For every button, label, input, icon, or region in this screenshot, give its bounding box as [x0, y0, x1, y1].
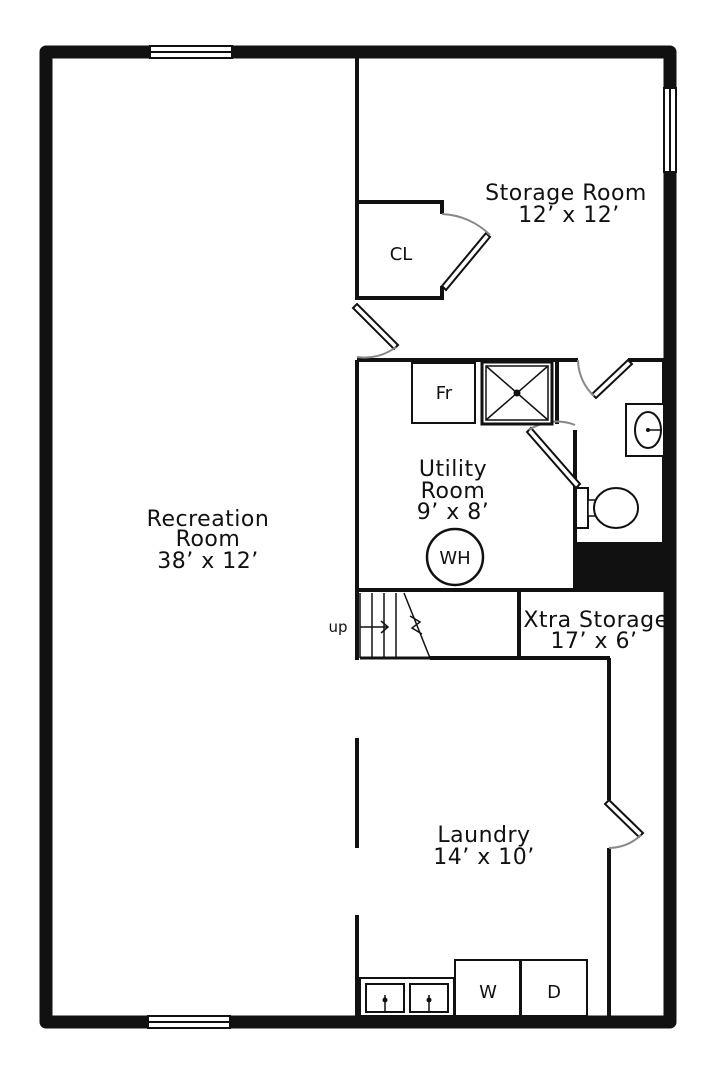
- fridge-label: Fr: [436, 383, 453, 404]
- laundry-name: Laundry: [437, 823, 530, 848]
- water-heater: [425, 527, 485, 587]
- window-right: [663, 87, 677, 173]
- water-heater-label: WH: [439, 548, 470, 569]
- storage-room-name: Storage Room: [485, 181, 647, 206]
- window-bottom: [147, 1015, 231, 1029]
- xtra-storage-dims: 17’ x 6’: [551, 629, 638, 654]
- door-closet: [440, 213, 492, 292]
- exterior-wall: [39, 45, 677, 1029]
- utility-room-name-1: Utility: [419, 457, 487, 482]
- toilet: [575, 487, 639, 529]
- window-top: [149, 45, 233, 59]
- dryer-label: D: [547, 982, 561, 1003]
- dryer: [520, 959, 588, 1017]
- recreation-room-dims: 38’ x 12’: [157, 549, 258, 574]
- laundry-sinks: [359, 977, 455, 1017]
- fridge: [411, 362, 476, 424]
- recreation-room-name-2: Room: [176, 527, 241, 552]
- recreation-room-name-1: Recreation: [147, 507, 270, 532]
- utility-room-name-2: Room: [421, 479, 486, 504]
- door-laundry-storage: [603, 798, 645, 849]
- laundry-dims: 14’ x 10’: [433, 845, 534, 870]
- door-bath-top: [577, 358, 634, 400]
- door-rec-storage: [351, 302, 400, 359]
- washer: [454, 959, 521, 1017]
- washer-label: W: [479, 982, 497, 1003]
- chase-block: [573, 542, 665, 590]
- stairs-up-label: up: [328, 618, 347, 636]
- stairs: [359, 592, 431, 660]
- xtra-storage-name: Xtra Storage: [523, 608, 668, 633]
- bathroom-sink: [625, 403, 665, 457]
- closet-label: CL: [390, 244, 413, 265]
- shower: [480, 360, 554, 426]
- utility-room-dims: 9’ x 8’: [417, 500, 490, 525]
- storage-room-dims: 12’ x 12’: [518, 203, 619, 228]
